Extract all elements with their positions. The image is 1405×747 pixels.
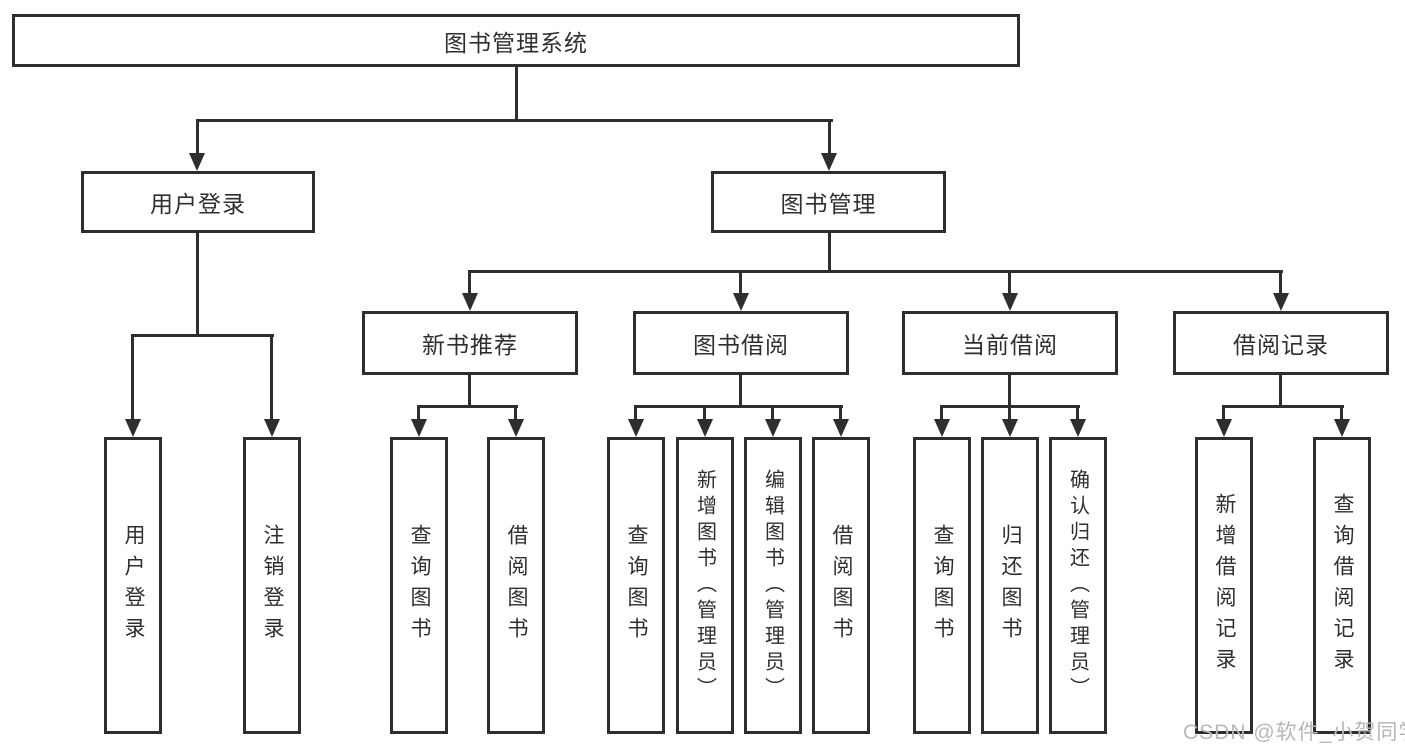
stem xyxy=(1076,405,1079,421)
leaf-query-books-current: 查询图书 xyxy=(913,437,971,734)
h-line xyxy=(1222,405,1344,408)
stem xyxy=(634,405,637,421)
arrowhead-down-icon xyxy=(1273,293,1289,311)
arrowhead-down-icon xyxy=(1002,293,1018,311)
h-line xyxy=(468,270,1283,273)
stem xyxy=(1279,270,1282,296)
leaf-query-books-recommend: 查询图书 xyxy=(390,437,448,734)
node-book-borrowing: 图书借阅 xyxy=(633,311,849,375)
arrowhead-down-icon xyxy=(934,419,950,437)
leaf-query-borrow-record: 查询借阅记录 xyxy=(1313,437,1371,734)
stem xyxy=(196,119,199,155)
arrowhead-down-icon xyxy=(628,419,644,437)
arrowhead-down-icon xyxy=(264,419,280,437)
stem xyxy=(514,405,517,421)
arrowhead-down-icon xyxy=(833,419,849,437)
stem xyxy=(468,270,471,296)
h-line xyxy=(634,405,843,408)
leaf-return-books: 归还图书 xyxy=(981,437,1039,734)
leaf-query-books-borrow: 查询图书 xyxy=(607,437,665,734)
arrowhead-down-icon xyxy=(1334,419,1350,437)
stem xyxy=(771,405,774,421)
stem xyxy=(1008,270,1011,296)
stem xyxy=(940,405,943,421)
stem xyxy=(1222,405,1225,421)
arrowhead-down-icon xyxy=(411,419,427,437)
leaf-logout: 注销登录 xyxy=(243,437,301,734)
stem xyxy=(417,405,420,421)
arrowhead-down-icon xyxy=(697,419,713,437)
arrowhead-down-icon xyxy=(125,419,141,437)
stem xyxy=(739,270,742,296)
v-line xyxy=(515,67,518,121)
node-user-login: 用户登录 xyxy=(81,171,315,233)
stem xyxy=(1340,405,1343,421)
leaf-user-login: 用户登录 xyxy=(104,437,162,734)
stem xyxy=(828,119,831,155)
node-borrowing-records: 借阅记录 xyxy=(1173,311,1389,375)
arrowhead-down-icon xyxy=(508,419,524,437)
leaf-confirm-return-admin: 确认归还（管理员） xyxy=(1049,437,1107,734)
csdn-watermark: CSDN @软件_小贺同学 xyxy=(1183,721,1405,744)
leaf-edit-book-admin: 编辑图书（管理员） xyxy=(744,437,802,734)
v-line xyxy=(1008,375,1011,407)
stem xyxy=(839,405,842,421)
v-line xyxy=(468,375,471,407)
v-line xyxy=(828,233,831,273)
arrowhead-down-icon xyxy=(1070,419,1086,437)
leaf-borrow-books-recommend: 借阅图书 xyxy=(487,437,545,734)
stem xyxy=(131,334,134,421)
stem xyxy=(270,334,273,421)
arrowhead-down-icon xyxy=(189,153,205,171)
node-current-borrowing: 当前借阅 xyxy=(902,311,1118,375)
node-book-management: 图书管理 xyxy=(711,171,946,233)
arrowhead-down-icon xyxy=(821,153,837,171)
leaf-add-book-admin: 新增图书（管理员） xyxy=(676,437,734,734)
h-line xyxy=(131,334,274,337)
node-root: 图书管理系统 xyxy=(12,14,1020,67)
node-new-book-recommendation: 新书推荐 xyxy=(362,311,578,375)
v-line xyxy=(196,233,199,336)
arrowhead-down-icon xyxy=(1002,419,1018,437)
arrowhead-down-icon xyxy=(1216,419,1232,437)
v-line xyxy=(739,375,742,407)
leaf-borrow-books: 借阅图书 xyxy=(812,437,870,734)
leaf-add-borrow-record: 新增借阅记录 xyxy=(1195,437,1253,734)
arrowhead-down-icon xyxy=(765,419,781,437)
stem xyxy=(703,405,706,421)
arrowhead-down-icon xyxy=(462,293,478,311)
v-line xyxy=(1279,375,1282,407)
h-line xyxy=(417,405,518,408)
h-line xyxy=(196,119,833,122)
stem xyxy=(1008,405,1011,421)
arrowhead-down-icon xyxy=(733,293,749,311)
